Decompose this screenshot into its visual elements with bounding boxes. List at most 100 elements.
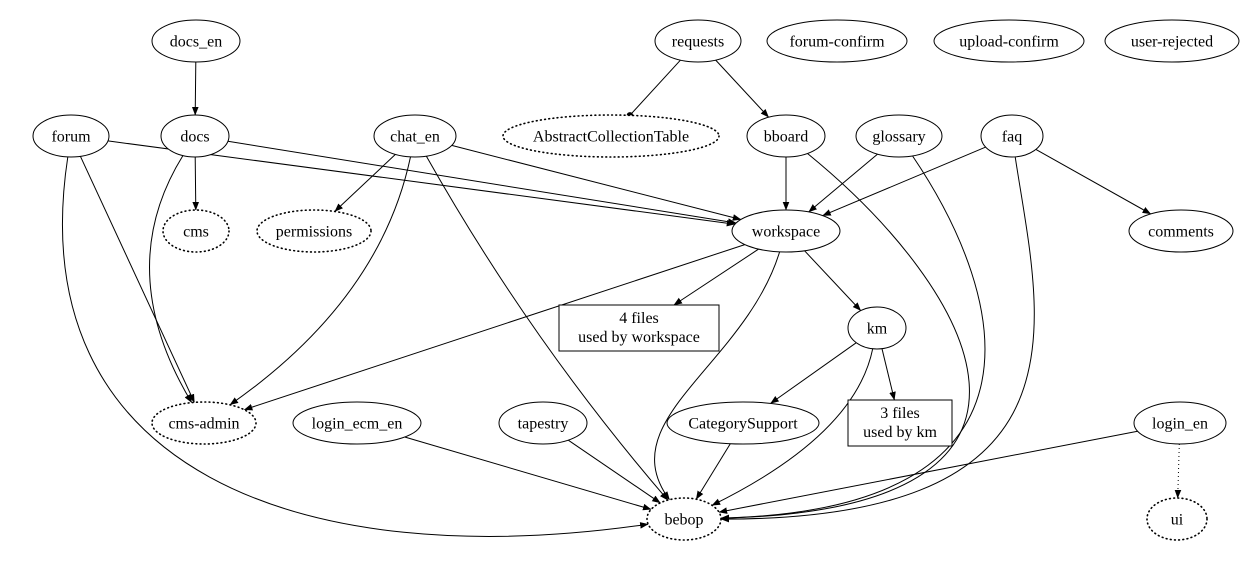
node-label: forum [51,129,91,146]
node-label: login_en [1152,416,1208,433]
node-docs_en: docs_en [151,19,241,63]
edge-docs-cms [192,156,200,211]
node-label: permissions [276,224,352,241]
edge-docs_en-docs [191,61,199,116]
node-upload-confirm: upload-confirm [933,19,1085,63]
node-label: CategorySupport [688,416,798,433]
edge-chat_en-cms-admin [229,156,411,406]
node-shape [1146,497,1208,541]
edge-workspace-km [804,250,862,311]
node-files-workspace: 4 files used by workspace [558,304,720,352]
edge-login_ecm_en-bebop [404,436,652,511]
edge-tapestry-bebop [568,439,661,504]
node-shape [32,114,110,158]
node-label: comments [1148,224,1214,241]
node-label: km [867,321,888,338]
edge-requests-AbstractCollectionTable [629,59,681,116]
node-label: AbstractCollectionTable [533,129,689,146]
node-permissions: permissions [256,209,372,253]
node-cms: cms [162,209,230,253]
edge-login_en-bebop [718,430,1138,514]
node-label: docs_en [170,34,222,51]
edge-km-bebop [711,348,874,506]
node-shape [1128,209,1234,253]
node-login_en: login_en [1133,401,1227,445]
node-comments: comments [1128,209,1234,253]
node-label: used by workspace [578,329,700,346]
node-requests: requests [654,19,742,63]
node-files-km: 3 files used by km [847,399,953,447]
node-label: cms-admin [168,416,239,433]
node-forum: forum [32,114,110,158]
node-shape [1133,401,1227,445]
node-layer: docs_en requests forum-confirm upload-confi… [32,19,1240,541]
node-label: bboard [764,129,808,146]
node-label: cms [183,224,209,241]
node-shape [558,304,720,352]
edge-faq-bebop [720,156,1035,523]
node-shape [654,19,742,63]
node-label: tapestry [518,416,569,433]
node-label: requests [672,34,724,51]
node-label: 3 files [880,405,920,422]
edge-CategorySupport-bebop [695,443,731,500]
node-label: chat_en [390,129,440,146]
node-shape [666,401,820,445]
node-workspace: workspace [731,209,841,253]
edge-docs-cms-admin [149,155,193,403]
node-bboard: bboard [746,114,826,158]
edge-forum-workspace [107,140,736,227]
node-shape [502,114,720,158]
edge-km-files-km [881,348,896,401]
node-shape [292,401,422,445]
edge-chat_en-permissions [334,154,396,212]
node-glossary: glossary [855,114,943,158]
node-bebop: bebop [646,497,722,541]
edge-docs-workspace [227,140,737,226]
edge-workspace-bebop [654,251,781,501]
node-chat_en: chat_en [373,114,457,158]
node-label: bebop [664,512,703,529]
edge-forum-cms-admin [79,156,195,403]
node-docs: docs [160,114,230,158]
edge-km-CategorySupport [770,342,857,404]
node-forum-confirm: forum-confirm [766,19,908,63]
node-shape [980,114,1044,158]
node-shape [162,209,230,253]
node-shape [731,209,841,253]
node-km: km [847,306,907,350]
edge-requests-bboard [715,59,769,118]
node-label: glossary [872,129,925,146]
node-shape [933,19,1085,63]
node-label: faq [1002,129,1022,146]
node-AbstractCollectionTable: AbstractCollectionTable [502,114,720,158]
node-label: used by km [863,424,937,441]
node-label: 4 files [619,310,659,327]
node-label: workspace [752,224,820,241]
node-label: upload-confirm [959,34,1059,51]
edge-forum-bebop [62,156,649,537]
edge-chat_en-workspace [451,144,742,221]
node-shape [855,114,943,158]
node-shape [256,209,372,253]
edge-bboard-bebop [720,153,970,522]
node-label: login_ecm_en [312,416,403,433]
edge-workspace-files-workspace [673,248,759,306]
node-cms-admin: cms-admin [151,401,257,445]
node-user-rejected: user-rejected [1104,19,1240,63]
edge-login_en-ui [1174,443,1182,499]
node-shape [151,401,257,445]
node-label: docs [180,129,209,146]
node-label: forum-confirm [789,34,885,51]
node-shape [847,399,953,447]
node-label: user-rejected [1131,34,1213,51]
node-shape [766,19,908,63]
node-faq: faq [980,114,1044,158]
node-shape [847,306,907,350]
edge-faq-workspace [822,146,986,217]
edge-glossary-workspace [808,153,878,213]
edge-workspace-cms-admin [243,244,745,411]
edge-faq-comments [1035,148,1152,215]
